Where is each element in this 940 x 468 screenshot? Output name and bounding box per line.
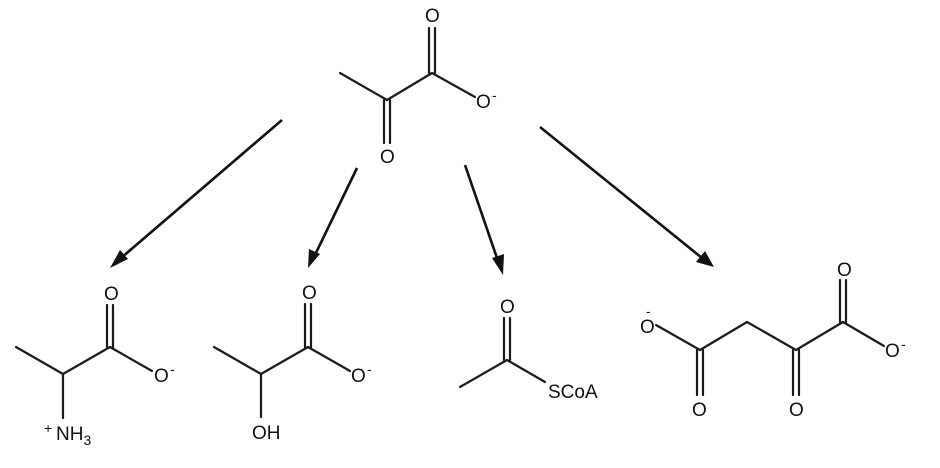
arrow-to-lactate [308, 167, 359, 268]
acetyl-coa-structure: O SCoA [458, 297, 598, 403]
oaa-o-right-charge: - [901, 336, 906, 352]
oaa-o-left-charge: - [646, 303, 651, 319]
arrow-to-oxaloacetate [539, 125, 714, 267]
arrow-to-alanine [110, 119, 283, 268]
lactate-bond-methyl [212, 345, 263, 376]
acetyl-scoa-label: SCoA [548, 382, 598, 403]
reaction-arrows [110, 119, 714, 275]
arrow-to-acetyl-coa [463, 164, 504, 275]
alanine-o-right-charge: - [170, 361, 175, 377]
alanine-n-charge: + [44, 420, 52, 436]
oaa-bond-c3-c4 [794, 320, 845, 352]
pyruvate-o-bottom: O [380, 147, 395, 168]
lactate-o-right-charge: - [367, 361, 372, 377]
lactate-bond-c2-c1 [259, 345, 310, 376]
pyruvate-o-right-charge: - [492, 87, 497, 103]
acetyl-o-top: O [500, 297, 515, 318]
alanine-bond-carboxylate [108, 345, 154, 373]
alanine-bond-methyl [14, 345, 65, 376]
oaa-o-bottom-left: O [692, 400, 707, 421]
alanine-structure: O O - + NH3 [14, 284, 175, 448]
oxaloacetate-structure: - O O O O O - [640, 260, 906, 421]
lactate-hydroxyl-label: OH [252, 423, 281, 444]
alanine-bond-ca-c [61, 345, 112, 376]
pyruvate-bond-c2-c1 [385, 71, 434, 102]
alanine-amine-label: NH3 [56, 424, 91, 448]
pyruvate-structure: O O - O [338, 6, 497, 168]
pyruvate-bond-carboxylate [430, 71, 477, 99]
acetyl-bond-thioester [505, 358, 547, 384]
lactate-o-right: O [351, 366, 366, 387]
pyruvate-o-right: O [476, 92, 491, 113]
oaa-o-left: O [640, 317, 655, 338]
oaa-bond-c1-c2 [698, 320, 749, 352]
oaa-bond-right-carboxylate [841, 320, 886, 348]
oaa-bond-c2-c3 [745, 320, 798, 352]
oaa-o-top-right: O [837, 260, 852, 281]
lactate-bond-carboxylate [306, 345, 352, 373]
acetyl-bond-methyl [458, 358, 509, 389]
oaa-bond-c1-o [654, 323, 702, 352]
oaa-o-bottom-mid: O [789, 400, 804, 421]
lactate-o-top: O [302, 283, 317, 304]
alanine-o-right: O [154, 366, 169, 387]
alanine-o-top: O [104, 284, 119, 305]
lactate-structure: O O - OH [212, 283, 372, 444]
pyruvate-bond-methyl [338, 71, 389, 102]
oaa-o-right: O [885, 341, 900, 362]
pyruvate-o-top: O [425, 6, 440, 27]
